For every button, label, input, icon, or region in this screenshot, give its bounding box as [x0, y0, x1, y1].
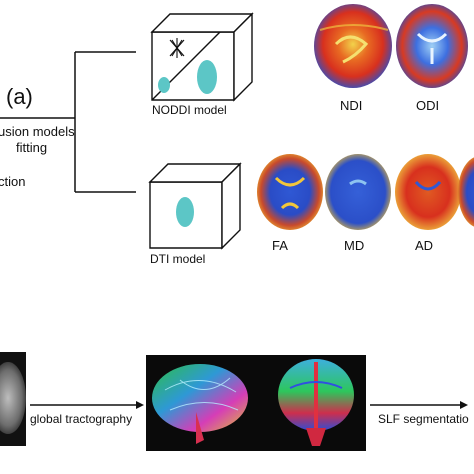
rd-map-partial	[458, 157, 474, 227]
arrow-global-tractography	[30, 401, 144, 409]
t1-brain	[0, 362, 26, 434]
panel-label: (a)	[6, 84, 33, 109]
noddi-small-ellipse	[158, 77, 170, 93]
md-map	[325, 154, 391, 230]
ndi-map	[314, 4, 392, 88]
fiber-cross-icon	[169, 38, 185, 58]
tractography-coronal	[278, 359, 354, 446]
noddi-large-ellipse	[197, 60, 217, 94]
tractography-sagittal	[152, 364, 248, 444]
map-label-md: MD	[344, 238, 365, 253]
dti-model-label: DTI model	[150, 252, 206, 266]
noddi-model-label: NODDI model	[152, 103, 227, 117]
map-label-ndi: NDI	[340, 98, 363, 113]
odi-map	[396, 4, 468, 88]
bracket-connector	[0, 51, 136, 193]
ad-map	[395, 154, 461, 230]
map-label-ad: AD	[415, 238, 434, 253]
dti-cube	[148, 162, 242, 250]
dti-ellipse	[176, 197, 194, 227]
left-text-line3: ction	[0, 174, 26, 189]
left-text-line2: fitting	[16, 140, 48, 155]
step-label-slf-segmentation: SLF segmentatio	[378, 412, 469, 426]
fa-map	[257, 154, 323, 230]
map-label-fa: FA	[272, 238, 288, 253]
left-text-line1: usion models	[0, 124, 75, 139]
step-label-global-tractography: global tractography	[30, 412, 133, 426]
map-label-odi: ODI	[416, 98, 440, 113]
arrow-slf-segmentation	[370, 401, 468, 409]
